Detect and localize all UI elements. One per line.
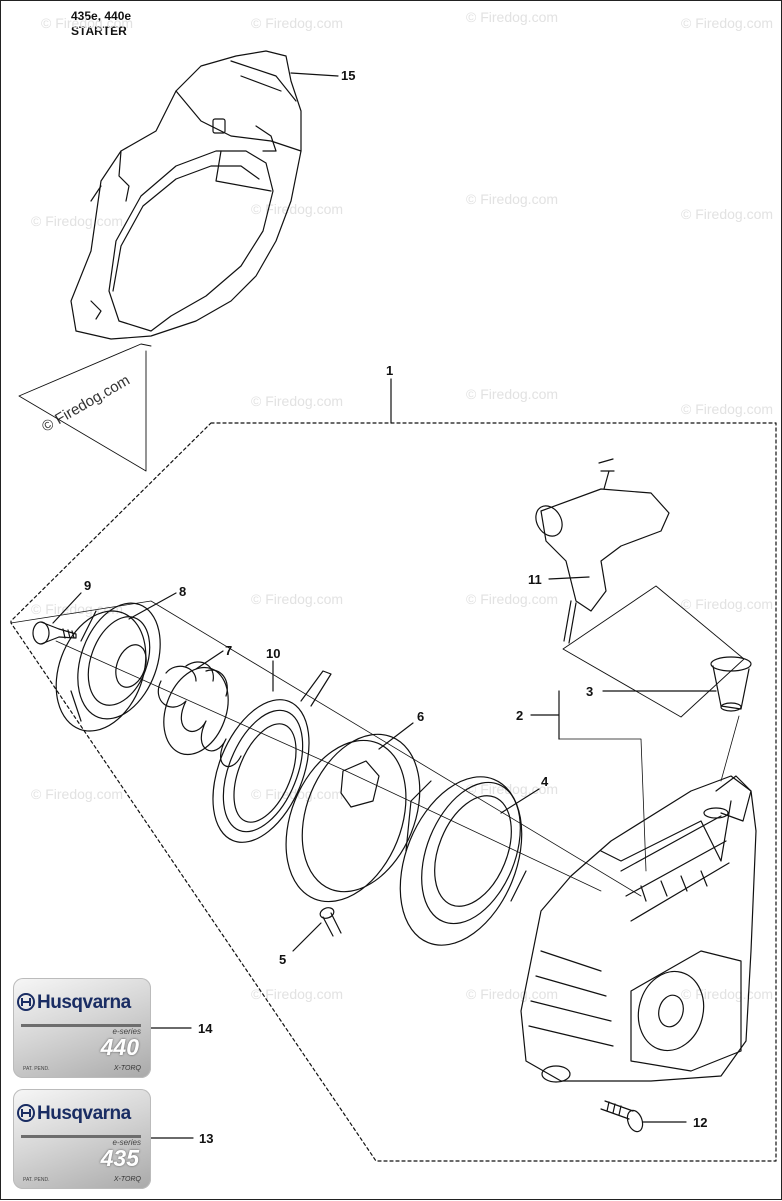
callout-4: 4 xyxy=(541,774,549,789)
decal-brand: Husqvarna xyxy=(37,992,131,1013)
decal-series: e-series xyxy=(112,1138,141,1147)
callout-6: 6 xyxy=(417,709,425,724)
watermark: © Firedog.com xyxy=(466,781,559,797)
part-screw-12 xyxy=(600,1100,644,1133)
part-pulley-8 xyxy=(55,602,161,732)
leader-15 xyxy=(290,72,339,77)
part-starter-housing-2 xyxy=(520,775,757,1083)
grommet-axis xyxy=(720,715,740,782)
decal-stripe xyxy=(21,1135,141,1138)
leader-7 xyxy=(195,650,224,670)
section-title: STARTER xyxy=(71,24,127,38)
leader-2 xyxy=(530,690,560,740)
decal-model: 440 xyxy=(100,1034,139,1060)
decal-badge: X-TORQ xyxy=(113,1176,141,1183)
callout-12: 12 xyxy=(693,1115,708,1130)
decal-440: Husqvarna e-series 440 X-TORQ PAT. PEND. xyxy=(13,978,151,1078)
watermark: © Firedog.com xyxy=(251,201,344,217)
leader-4 xyxy=(500,788,540,814)
watermark: © Firedog.com xyxy=(466,591,559,607)
watermark: © Firedog.com xyxy=(251,393,344,409)
watermark: © Firedog.com xyxy=(466,9,559,25)
leader-9 xyxy=(52,592,82,624)
watermark: © Firedog.com xyxy=(251,986,344,1002)
part-grommet-3 xyxy=(710,656,752,712)
watermark: © Firedog.com xyxy=(251,15,344,31)
callout-5: 5 xyxy=(279,952,287,967)
husqvarna-crown-icon xyxy=(17,993,35,1011)
callout-11: 11 xyxy=(528,572,542,587)
part-spring-housing-4 xyxy=(399,776,527,946)
callout-10: 10 xyxy=(266,646,281,661)
watermark: © Firedog.com xyxy=(681,986,774,1002)
callout-14: 14 xyxy=(198,1021,213,1036)
husqvarna-crown-icon xyxy=(17,1104,35,1122)
part-shroud xyxy=(70,50,302,340)
callout-8: 8 xyxy=(179,584,187,599)
watermark: © Firedog.com xyxy=(681,596,774,612)
part-coil-10 xyxy=(212,670,332,843)
part-spring-7 xyxy=(157,661,242,768)
leader-2-drop xyxy=(558,738,647,872)
leader-5 xyxy=(292,922,322,952)
part-screw-5 xyxy=(319,907,342,937)
callout-9: 9 xyxy=(84,578,92,593)
decal-series: e-series xyxy=(112,1027,141,1036)
decal-stripe xyxy=(21,1024,141,1027)
decal-fine-print: PAT. PEND. xyxy=(23,1177,50,1183)
callout-15: 15 xyxy=(341,68,356,83)
callout-1: 1 xyxy=(386,363,394,378)
watermark: © Firedog.com xyxy=(466,386,559,402)
decal-435: Husqvarna e-series 435 X-TORQ PAT. PEND. xyxy=(13,1089,151,1189)
watermark: © Firedog.com xyxy=(251,591,344,607)
part-screw-9 xyxy=(32,621,77,645)
watermark: © Firedog.com xyxy=(41,15,134,31)
callout-13: 13 xyxy=(199,1131,214,1146)
callout-7: 7 xyxy=(225,643,233,658)
watermark: © Firedog.com xyxy=(31,213,124,229)
watermark: © Firedog.com xyxy=(466,986,559,1002)
watermark: © Firedog.com xyxy=(681,401,774,417)
watermark: © Firedog.com xyxy=(466,191,559,207)
decal-badge: X-TORQ xyxy=(113,1065,141,1072)
leader-shroud-bracket xyxy=(18,343,152,472)
decal-model: 435 xyxy=(100,1145,139,1171)
callout-2: 2 xyxy=(516,708,524,723)
model-title: 435e, 440e xyxy=(71,9,132,23)
watermark: © Firedog.com xyxy=(31,786,124,802)
axis-line xyxy=(10,600,642,897)
decal-fine-print: PAT. PEND. xyxy=(23,1066,50,1072)
watermark: © Firedog.com xyxy=(681,15,774,31)
watermark: © Firedog.com xyxy=(681,206,774,222)
axis-line xyxy=(55,640,602,892)
part-reel-6 xyxy=(285,733,421,903)
decal-brand: Husqvarna xyxy=(37,1103,131,1124)
assembly-outline xyxy=(10,422,777,1162)
leader-8 xyxy=(128,592,177,620)
leader-11 xyxy=(548,576,590,580)
leader-6 xyxy=(378,722,414,750)
callout-3: 3 xyxy=(586,684,594,699)
part-handle-11 xyxy=(535,458,670,644)
